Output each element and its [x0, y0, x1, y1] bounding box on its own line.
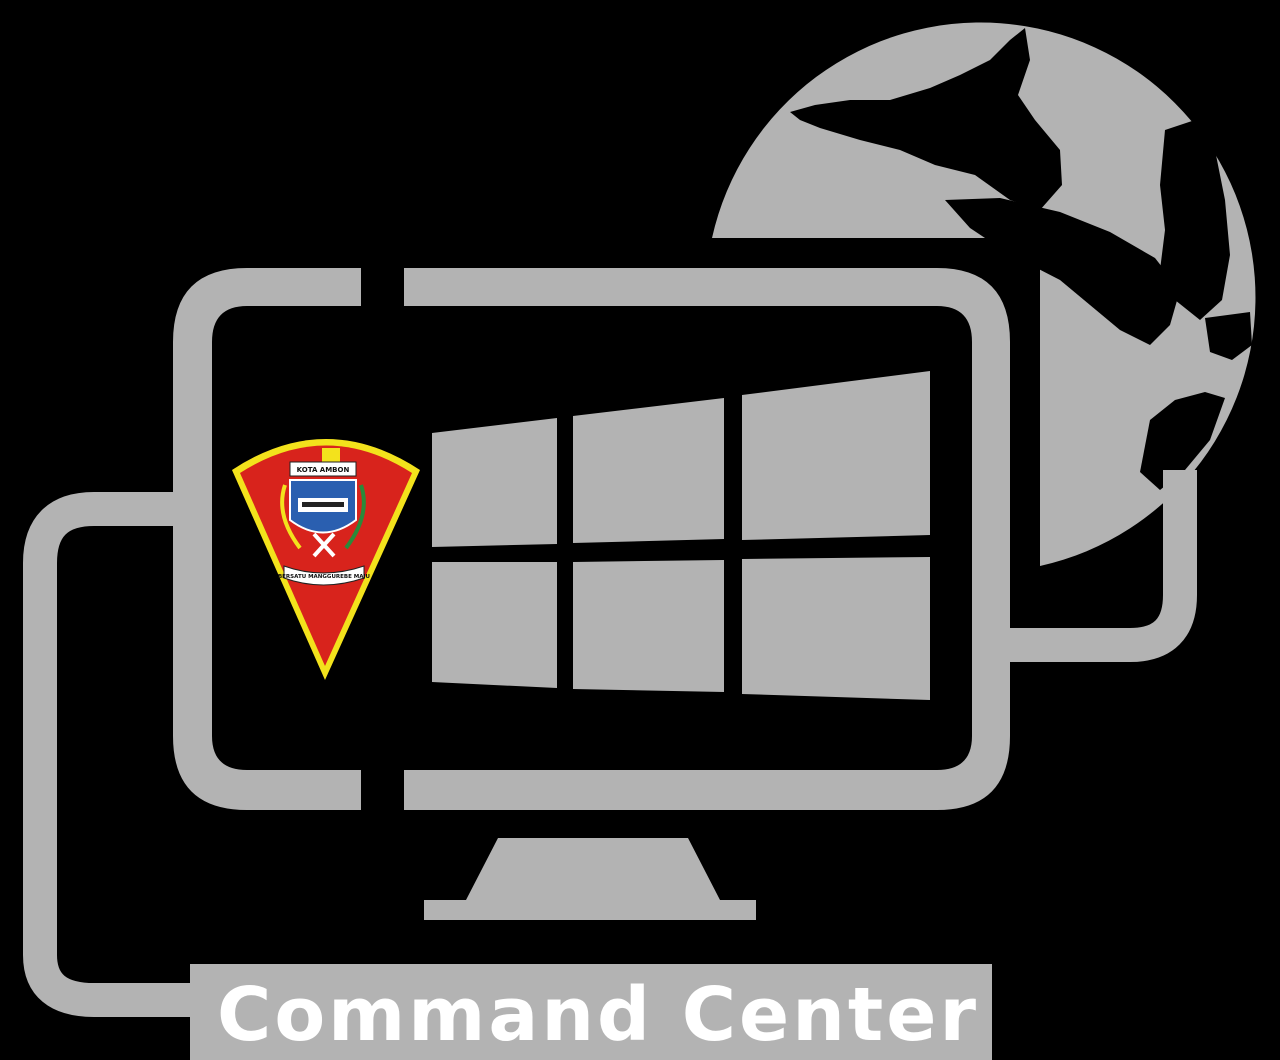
emblem-top-text: KOTA AMBON	[297, 466, 350, 474]
emblem-motto: BERSATU MANGGUREBE MAJU	[278, 574, 370, 580]
globe-icon	[712, 22, 1256, 566]
cable-icon	[23, 470, 1197, 1017]
monitor-icon	[173, 268, 1010, 920]
page-title: Command Center	[217, 972, 979, 1058]
city-emblem-icon: KOTA AMBON BERSATU MANGGUREBE MAJU	[232, 439, 420, 680]
title-plate: Command Center	[190, 964, 992, 1060]
windows-logo-icon	[432, 371, 930, 700]
